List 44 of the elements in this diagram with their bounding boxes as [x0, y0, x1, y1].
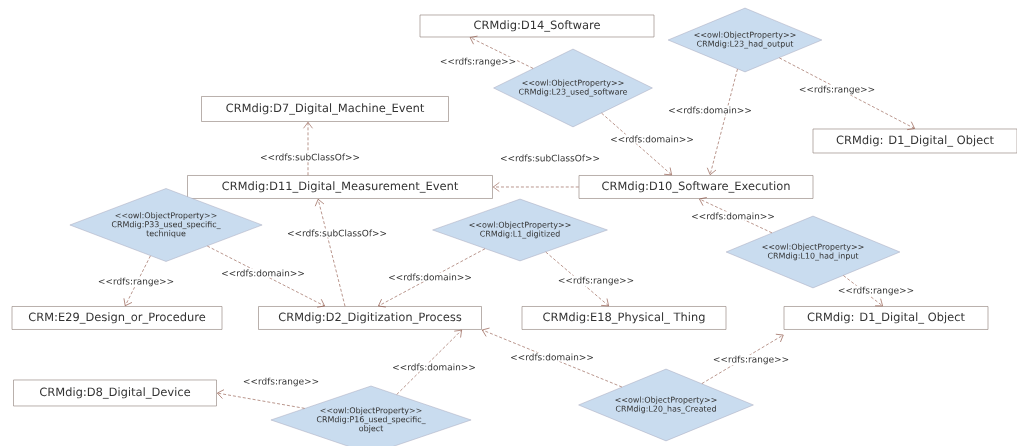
- edge-label: <<rdfs:range>>: [438, 56, 518, 68]
- arrow: [207, 245, 325, 308]
- edge-label: <<rdfs:domain>>: [667, 105, 753, 115]
- class-box: CRMdig:D8_Digital_Device: [13, 379, 217, 407]
- class-box: CRMdig:D14_Software: [419, 14, 655, 38]
- arrow: [303, 122, 313, 176]
- edge-label: <<rdfs:range>>: [241, 376, 321, 388]
- class-box: CRMdig: D1_Digital_ Object: [812, 128, 1017, 154]
- edge-label: <<rdfs:subClassOf>>: [286, 228, 388, 238]
- class-box: CRMdig:E18_Physical_ Thing: [521, 306, 727, 330]
- edge-label: <<rdfs:domain>>: [387, 272, 473, 282]
- edge-label: <<rdfs:range>>: [797, 84, 877, 96]
- arrow: [314, 198, 346, 307]
- class-box: CRMdig:D10_Software_Execution: [578, 175, 814, 199]
- arrow: [481, 327, 623, 388]
- arrow: [701, 333, 784, 384]
- arrow: [378, 248, 486, 308]
- edge-label: <<rdfs:range>>: [556, 275, 636, 287]
- edge-label: <<rdfs:domain>>: [690, 211, 776, 221]
- arrow: [469, 35, 534, 69]
- edge-label: <<rdfs:domain>>: [220, 268, 306, 278]
- arrow: [601, 112, 672, 176]
- edge-label: <<rdfs:range>>: [96, 276, 176, 288]
- arrow: [545, 251, 609, 307]
- arrow: [217, 389, 305, 409]
- class-box: CRMdig:D2_Digitization_Process: [258, 306, 482, 330]
- arrow: [707, 68, 738, 175]
- class-box: CRM:E29_Design_or_Procedure: [11, 306, 223, 330]
- class-box: CRMdig:D11_Digital_Measurement_Event: [187, 175, 493, 199]
- arrow: [123, 255, 151, 307]
- arrow: [699, 197, 773, 234]
- arrow: [779, 57, 915, 130]
- edge-label: <<rdfs:subClassOf>>: [259, 152, 361, 162]
- edge-label: <<rdfs:range>>: [711, 354, 791, 366]
- edge-label: <<rdfs:domain>>: [391, 362, 477, 372]
- arrow: [493, 182, 579, 192]
- edge-label: <<rdfs:range>>: [836, 285, 916, 297]
- class-box: CRMdig: D1_Digital_ Object: [783, 306, 989, 330]
- edge-label: <<rdfs:domain>>: [609, 134, 695, 144]
- arrow: [396, 329, 462, 395]
- edge-label: <<rdfs:domain>>: [509, 352, 595, 362]
- class-box: CRMdig:D7_Digital_Machine_Event: [201, 96, 449, 122]
- arrow: [843, 275, 883, 307]
- edge-label: <<rdfs:subClassOf>>: [499, 153, 601, 163]
